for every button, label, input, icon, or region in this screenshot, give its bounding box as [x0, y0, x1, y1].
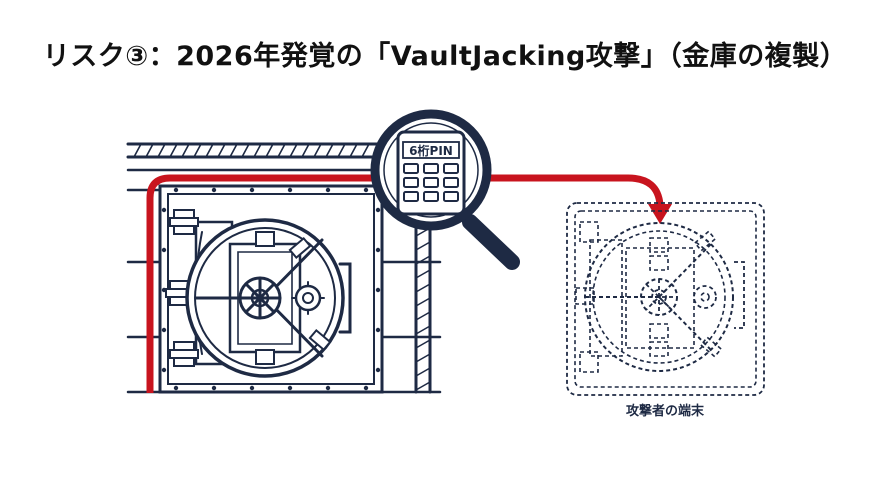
attack-arrowhead	[648, 204, 672, 224]
top-rail	[126, 142, 384, 172]
cloned-vault	[566, 202, 765, 396]
real-vault	[126, 142, 442, 394]
pin-label: 6桁PIN	[409, 143, 453, 158]
magnifier-icon: 6桁PIN	[370, 109, 520, 270]
attack-path	[146, 174, 664, 393]
page-title: リスク③：2026年発覚の「VaultJacking攻撃」（金庫の複製）	[42, 41, 848, 72]
attacker-terminal-label: 攻撃者の端末	[626, 403, 705, 419]
right-post	[414, 220, 432, 394]
pin-keypad-icon	[396, 130, 466, 216]
